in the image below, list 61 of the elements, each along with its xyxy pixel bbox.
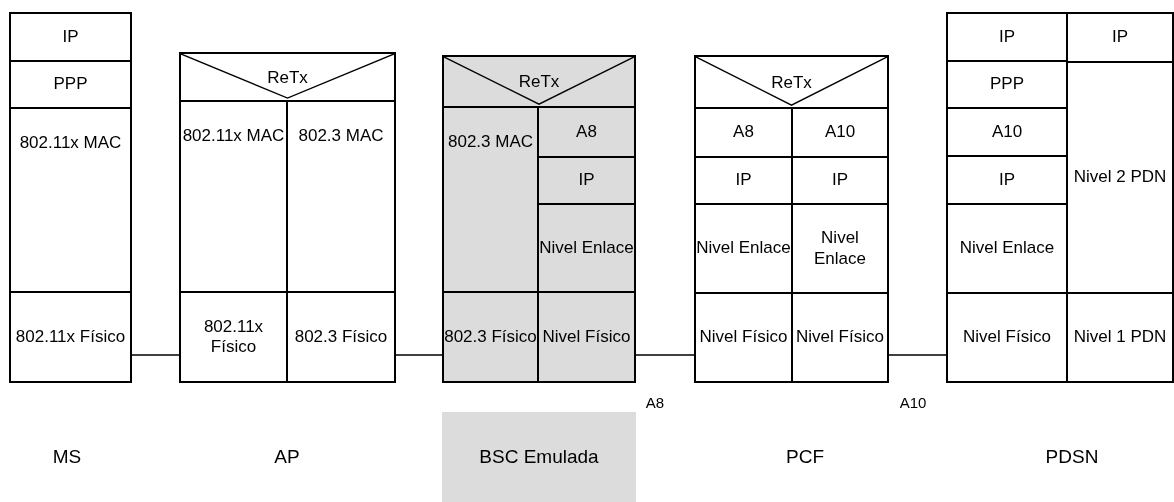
layer-label: ReTx <box>267 67 308 89</box>
layer-label: Nivel Enlace <box>696 238 791 259</box>
interface-label: A8 <box>645 392 665 413</box>
protocol-layer-box <box>946 292 1068 383</box>
layer-label: 802.11x Físico <box>202 316 265 358</box>
layer-label: IP <box>62 26 79 48</box>
layer-label: Nivel Físico <box>796 327 884 348</box>
layer-label: Nivel 1 PDN <box>1073 327 1167 348</box>
layer-label: Nivel Físico <box>699 327 788 348</box>
protocol-layer-box <box>9 107 132 293</box>
layer-label: A8 <box>576 121 597 143</box>
layer-label: A10 <box>824 122 856 143</box>
layer-label: Nivel Enlace <box>959 238 1055 259</box>
protocol-layer-box <box>537 203 636 293</box>
layer-label: 802.3 MAC <box>447 132 533 153</box>
layer-label: A8 <box>733 122 754 143</box>
layer-label: IP <box>578 170 595 191</box>
protocol-layer-box <box>442 291 539 383</box>
layer-label: Nivel Enlace <box>813 228 867 269</box>
layer-label: A10 <box>991 121 1023 143</box>
interface-label: A10 <box>899 392 927 413</box>
entity-label: MS <box>52 444 82 469</box>
layer-label: ReTx <box>771 72 812 94</box>
protocol-layer-box <box>9 12 132 62</box>
layer-label: PPP <box>53 74 88 95</box>
layer-label: Nivel 2 PDN <box>1073 167 1167 188</box>
layer-label: Nivel Físico <box>963 327 1051 348</box>
protocol-layer-box <box>694 292 793 383</box>
layer-label: 802.11x MAC <box>182 126 285 147</box>
layer-label: IP <box>735 170 752 191</box>
layer-label: ReTx <box>518 72 560 93</box>
protocol-layer-box <box>442 106 539 293</box>
protocol-layer-box <box>537 106 636 158</box>
protocol-layer-box <box>9 291 132 383</box>
protocol-layer-box <box>179 291 288 383</box>
protocol-layer-box <box>946 12 1068 62</box>
layer-label: Nivel Físico <box>542 326 631 348</box>
entity-label: AP <box>274 444 300 469</box>
protocol-layer-box <box>791 292 889 383</box>
layer-label: IP <box>831 170 849 191</box>
layer-label: 802.11x MAC <box>19 133 122 154</box>
layer-label: BSC Emulada <box>479 446 599 469</box>
protocol-layer-box <box>1066 12 1174 63</box>
layer-label: Nivel Enlace <box>539 237 634 259</box>
node-label-box <box>442 412 636 502</box>
protocol-layer-box <box>286 291 396 383</box>
protocol-layer-box <box>9 60 132 109</box>
layer-label: 802.3 MAC <box>298 126 384 147</box>
layer-label: PPP <box>990 74 1024 95</box>
layer-label: 802.11x Físico <box>15 326 126 348</box>
protocol-layer-box <box>537 291 636 383</box>
layer-label: 802.3 Físico <box>294 326 388 348</box>
entity-label: PCF <box>786 444 824 469</box>
layer-label: IP <box>1111 27 1129 48</box>
protocol-layer-box <box>1066 292 1174 383</box>
layer-label: IP <box>998 169 1016 191</box>
layer-label: 802.3 Físico <box>444 326 537 348</box>
protocol-layer-box <box>537 156 636 205</box>
entity-label: PDSN <box>1045 444 1099 469</box>
protocol-layer-box <box>694 203 793 294</box>
layer-label: IP <box>998 26 1016 48</box>
